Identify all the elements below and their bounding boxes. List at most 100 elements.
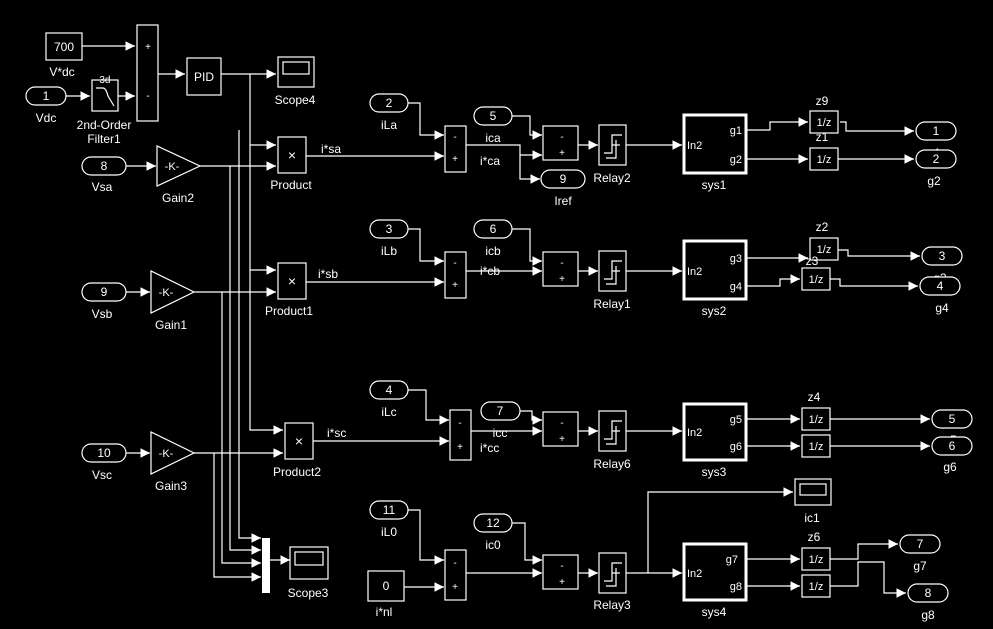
svg-text:×: ×: [288, 147, 296, 163]
subsystem-sys4-label: sys4: [702, 605, 727, 619]
svg-text:6: 6: [949, 439, 956, 453]
filter-label-2: Filter1: [87, 132, 121, 146]
svg-text:6: 6: [490, 222, 497, 236]
svg-text:11: 11: [383, 503, 396, 517]
svg-text:g8: g8: [730, 581, 742, 593]
constant-inl[interactable]: 0 i*nl: [367, 570, 405, 619]
scope3-label: Scope3: [288, 586, 329, 600]
unit-delay-z6[interactable]: 1/z z6: [801, 530, 831, 571]
svg-text:4: 4: [937, 279, 944, 293]
svg-text:1: 1: [933, 124, 940, 138]
svg-text:g7: g7: [726, 554, 738, 566]
svg-text:×: ×: [295, 433, 303, 449]
relay3[interactable]: Relay3: [593, 552, 631, 612]
svg-text:-: -: [458, 418, 461, 429]
sum-a2[interactable]: - +: [542, 125, 579, 161]
mux-block[interactable]: [262, 538, 270, 593]
unit-delay-z9-label: z9: [816, 94, 829, 108]
unit-delay-z2[interactable]: 1/z z2: [809, 220, 839, 261]
svg-text:-K-: -K-: [165, 161, 180, 173]
subsystem-sys3[interactable]: In2 g5 g6 sys3: [682, 402, 748, 479]
sum-a1[interactable]: - +: [444, 125, 467, 173]
svg-text:-: -: [560, 132, 563, 143]
gain2[interactable]: -K- Gain2: [156, 145, 202, 205]
outport-g6[interactable]: 6 g6: [931, 436, 973, 474]
inport-vsa-label: Vsa: [92, 180, 113, 194]
inport-ic0[interactable]: 12 ic0: [473, 513, 513, 552]
outport-g2[interactable]: 2 g2: [915, 149, 957, 188]
outport-g7-label: g7: [913, 559, 927, 573]
unit-delay-z5[interactable]: 1/z: [801, 434, 831, 458]
product[interactable]: × Product: [270, 136, 312, 192]
relay6[interactable]: Relay6: [593, 410, 631, 471]
svg-text:1/z: 1/z: [809, 274, 824, 286]
svg-text:8: 8: [101, 159, 108, 173]
filter-block[interactable]: -3d 2nd-Order Filter1: [77, 75, 132, 146]
sum-c1[interactable]: - +: [449, 409, 472, 461]
subsystem-sys3-label: sys3: [702, 465, 727, 479]
product1[interactable]: × Product1: [265, 262, 313, 318]
inport-vsa[interactable]: 8 Vsa: [81, 156, 127, 194]
outport-g4[interactable]: 4 g4: [919, 276, 961, 315]
unit-delay-z9[interactable]: 1/z z9: [809, 94, 839, 134]
inport-icc[interactable]: 7 icc: [480, 401, 521, 440]
svg-text:0: 0: [383, 579, 390, 593]
sum-z1[interactable]: - +: [444, 549, 467, 601]
svg-text:1/z: 1/z: [809, 441, 824, 453]
unit-delay-z3-label: z3: [806, 254, 819, 268]
gain3[interactable]: -K- Gain3: [150, 431, 196, 493]
scope4[interactable]: Scope4: [275, 56, 316, 107]
scope3[interactable]: Scope3: [288, 546, 329, 600]
gain1-label: Gain1: [155, 318, 187, 332]
scope-ic1[interactable]: ic1: [794, 478, 832, 525]
inport-il0[interactable]: 11 iL0: [369, 500, 409, 539]
pid-controller[interactable]: PID: [186, 57, 222, 96]
inport-vdc[interactable]: 1 Vdc: [25, 86, 67, 125]
svg-text:9: 9: [560, 172, 567, 186]
unit-delay-z4[interactable]: 1/z z4: [801, 390, 831, 431]
product2[interactable]: × Product2: [273, 422, 321, 479]
inport-ica-label: ica: [485, 131, 501, 145]
unit-delay-z7[interactable]: 1/z: [801, 574, 831, 598]
sum-b2[interactable]: - +: [542, 251, 579, 287]
svg-text:5: 5: [949, 412, 956, 426]
inport-vsb[interactable]: 9 Vsb: [81, 282, 127, 321]
inport-ica[interactable]: 5 ica: [473, 106, 513, 145]
svg-text:+: +: [559, 148, 565, 159]
inport-icb[interactable]: 6 icb: [473, 219, 513, 258]
gain3-label: Gain3: [155, 479, 187, 493]
outport-iref[interactable]: 9 Iref: [540, 169, 586, 208]
subsystem-sys2[interactable]: In2 g3 g4 sys2: [682, 239, 748, 318]
unit-delay-z1[interactable]: 1/z z1: [809, 130, 839, 171]
dc-sum-block[interactable]: + -: [136, 24, 159, 122]
svg-text:In2: In2: [687, 140, 702, 152]
sum-c2[interactable]: - +: [542, 411, 579, 447]
svg-text:1/z: 1/z: [809, 414, 824, 426]
inport-ilc[interactable]: 4 iLc: [369, 380, 409, 419]
svg-text:-: -: [453, 558, 456, 569]
svg-text:g5: g5: [730, 414, 742, 426]
svg-text:In2: In2: [687, 568, 702, 580]
sum-z2[interactable]: - +: [542, 554, 579, 590]
gain1[interactable]: -K- Gain1: [150, 270, 196, 332]
inport-ilb[interactable]: 3 iLb: [369, 219, 409, 258]
relay1-label: Relay1: [593, 297, 631, 311]
svg-text:3: 3: [939, 249, 946, 263]
inport-vsc[interactable]: 10 Vsc: [81, 443, 127, 482]
relay2[interactable]: Relay2: [593, 124, 631, 185]
svg-text:-: -: [146, 91, 149, 102]
inport-ila[interactable]: 2 iLa: [369, 93, 409, 132]
svg-text:5: 5: [490, 109, 497, 123]
svg-text:In2: In2: [687, 427, 702, 439]
scope-ic1-label: ic1: [804, 511, 820, 525]
sum-b1[interactable]: - +: [444, 251, 467, 299]
subsystem-sys4[interactable]: In2 g7 g8 sys4: [682, 542, 748, 619]
outport-g7[interactable]: 7 g7: [899, 534, 941, 573]
unit-delay-z3[interactable]: 1/z z3: [801, 254, 831, 291]
relay1[interactable]: Relay1: [593, 250, 631, 311]
subsystem-sys1[interactable]: In2 g1 g2 sys1: [682, 113, 748, 192]
inport-ic0-label: ic0: [485, 538, 501, 552]
constant-vdc-ref[interactable]: 700 V*dc: [45, 32, 83, 79]
outport-g8[interactable]: 8 g8: [907, 583, 949, 622]
inport-ilb-label: iLb: [381, 244, 397, 258]
